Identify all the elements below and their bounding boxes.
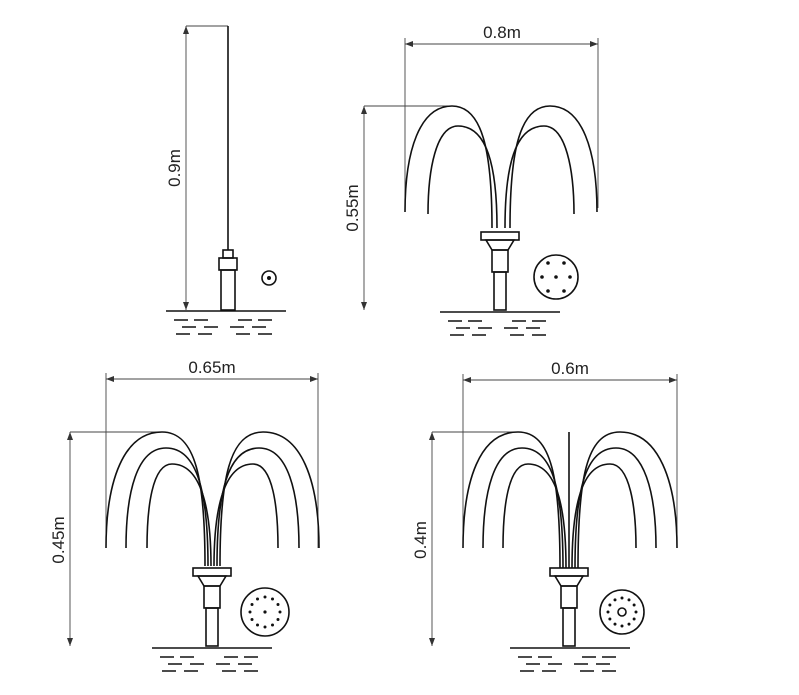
dimension-arrow — [463, 377, 471, 383]
water-arches — [404, 105, 598, 229]
nozzle-hole — [278, 610, 282, 614]
nozzle-face-icon — [240, 587, 290, 637]
water-surface — [510, 647, 630, 672]
nozzle-hole — [263, 595, 267, 599]
dimension-arrow — [106, 376, 114, 382]
nozzle-hole — [632, 603, 636, 607]
nozzle-face-icon — [599, 589, 645, 635]
dimension-arrow — [590, 41, 598, 47]
nozzle-hole — [613, 622, 617, 626]
dimension-arrow — [669, 377, 677, 383]
nozzle-head — [549, 567, 589, 577]
nozzle-hole — [276, 603, 280, 606]
nozzle-head — [480, 231, 520, 241]
width-label: 0.8m — [483, 23, 521, 42]
nozzle-hole — [632, 617, 636, 621]
figure-double-arch-small: 0.8m 0.55m — [343, 23, 599, 336]
dimension-arrow — [361, 106, 367, 114]
dimension-arrow — [429, 432, 435, 440]
nozzle-collar — [484, 239, 516, 251]
width-label: 0.65m — [188, 358, 235, 377]
nozzle-hole — [256, 623, 259, 627]
nozzle-pipe — [493, 271, 507, 311]
nozzle-head — [192, 567, 232, 577]
nozzle-hole — [248, 610, 252, 614]
dimension-arrow — [183, 26, 189, 34]
nozzle-head — [222, 249, 234, 259]
nozzle-hole — [627, 622, 631, 626]
dimension-arrow — [310, 376, 318, 382]
nozzle-hole — [271, 597, 274, 601]
height-label: 0.4m — [411, 521, 430, 559]
nozzle-hole — [256, 597, 259, 601]
water-arches — [105, 431, 320, 567]
figure-jet: 0.9m — [165, 25, 286, 335]
water-surface — [152, 647, 272, 672]
nozzle-hole — [620, 596, 624, 600]
nozzle-pipe — [562, 607, 576, 647]
nozzle-hole — [634, 610, 638, 614]
nozzle-hole — [267, 276, 271, 280]
nozzle-hole — [263, 625, 267, 629]
nozzle-hole — [250, 618, 254, 621]
width-label: 0.6m — [551, 359, 589, 378]
nozzle-body — [203, 585, 221, 609]
nozzle-body — [491, 249, 509, 273]
dimension-arrow — [405, 41, 413, 47]
figure-double-arch-center-jet: 0.6m 0.4m — [411, 359, 678, 672]
height-label: 0.9m — [165, 149, 184, 187]
nozzle-body — [560, 585, 578, 609]
height-label: 0.55m — [343, 184, 362, 231]
nozzle-hole — [627, 598, 631, 602]
nozzle-pipe — [220, 269, 236, 311]
height-label: 0.45m — [49, 516, 68, 563]
dimension-arrow — [361, 302, 367, 310]
nozzle-hole — [620, 624, 624, 628]
nozzle-collar — [196, 575, 228, 587]
dimension-arrow — [67, 638, 73, 646]
nozzle-hole — [250, 603, 254, 606]
nozzle-pipe — [205, 607, 219, 647]
water-surface — [440, 311, 560, 336]
figure-double-arch-medium: 0.65m 0.45m — [49, 358, 320, 672]
nozzle-face-icon — [261, 270, 277, 286]
nozzle-hole — [606, 610, 610, 614]
nozzle-hole — [613, 598, 617, 602]
nozzle-face-icon — [533, 254, 579, 300]
water-arches — [462, 431, 678, 569]
nozzle-hole — [608, 603, 612, 607]
dimension-arrow — [429, 638, 435, 646]
nozzle-hole — [276, 618, 280, 621]
nozzle-hole — [608, 617, 612, 621]
nozzle-collar — [553, 575, 585, 587]
nozzle-hole — [271, 623, 274, 627]
nozzle-body — [218, 257, 238, 271]
water-surface — [166, 310, 286, 335]
dimension-arrow — [183, 302, 189, 310]
dimension-arrow — [67, 432, 73, 440]
